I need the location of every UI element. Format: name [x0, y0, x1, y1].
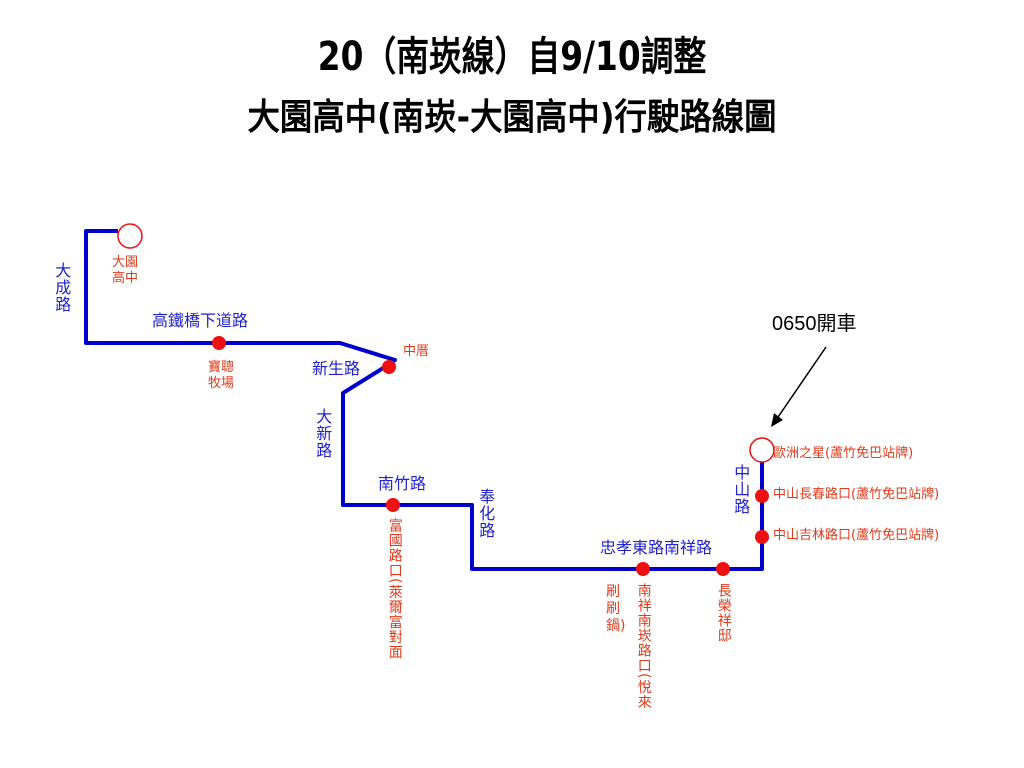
stop-marker-ouzhou	[749, 437, 775, 463]
stop-marker-fuguo	[386, 498, 400, 512]
departure-time-callout: 0650開車	[772, 313, 857, 335]
bus-route-line	[84, 229, 764, 571]
stop-marker-zhongli	[382, 360, 396, 374]
stop-label-changchun: 中山長春路口(蘆竹免巴站牌)	[773, 487, 940, 502]
stop-label-ouzhou: 歐洲之星(蘆竹免巴站牌)	[773, 446, 914, 461]
map-subtitle: 大園高中(南崁-大園高中)行駛路線圖	[247, 97, 777, 138]
stop-label-zhongli: 中厝	[403, 344, 430, 359]
stop-marker-changrong	[716, 562, 730, 576]
road-label-fenghua: 奉化路	[476, 488, 496, 539]
stop-label-shuashua: 刷刷鍋)	[606, 584, 626, 634]
map-title: 20（南崁線）自9/10調整	[317, 34, 707, 80]
callout-arrow-head	[771, 413, 783, 427]
road-label-daxin: 大新路	[313, 408, 333, 459]
stop-marker-changchun	[755, 489, 769, 503]
callout-arrow-line	[775, 346, 827, 421]
road-label-gaotie: 高鐵橋下道路	[152, 311, 249, 330]
stop-label-dayuan: 大園高中	[112, 255, 139, 286]
road-label-dacheng: 大成路	[52, 262, 72, 313]
road-label-zhongshan: 中山路	[731, 464, 751, 515]
road-label-nanzhu: 南竹路	[378, 474, 427, 493]
stop-label-jilin: 中山吉林路口(蘆竹免巴站牌)	[773, 528, 940, 543]
stop-marker-nanxiang	[636, 562, 650, 576]
stop-marker-dayuan	[117, 223, 143, 249]
stop-marker-jilin	[755, 530, 769, 544]
stop-marker-baoting	[212, 336, 226, 350]
road-label-zhongxiao: 忠孝東路南祥路	[600, 538, 713, 557]
stop-label-baoting: 寶聰牧場	[208, 360, 235, 391]
road-label-xinsheng: 新生路	[312, 359, 361, 378]
stop-label-fuguo: 富國路口(萊爾富對面	[386, 518, 403, 660]
stop-label-nanxiang: 南祥南崁路口(悅來	[635, 583, 652, 710]
stop-label-changrong: 長榮祥邸	[715, 583, 732, 643]
